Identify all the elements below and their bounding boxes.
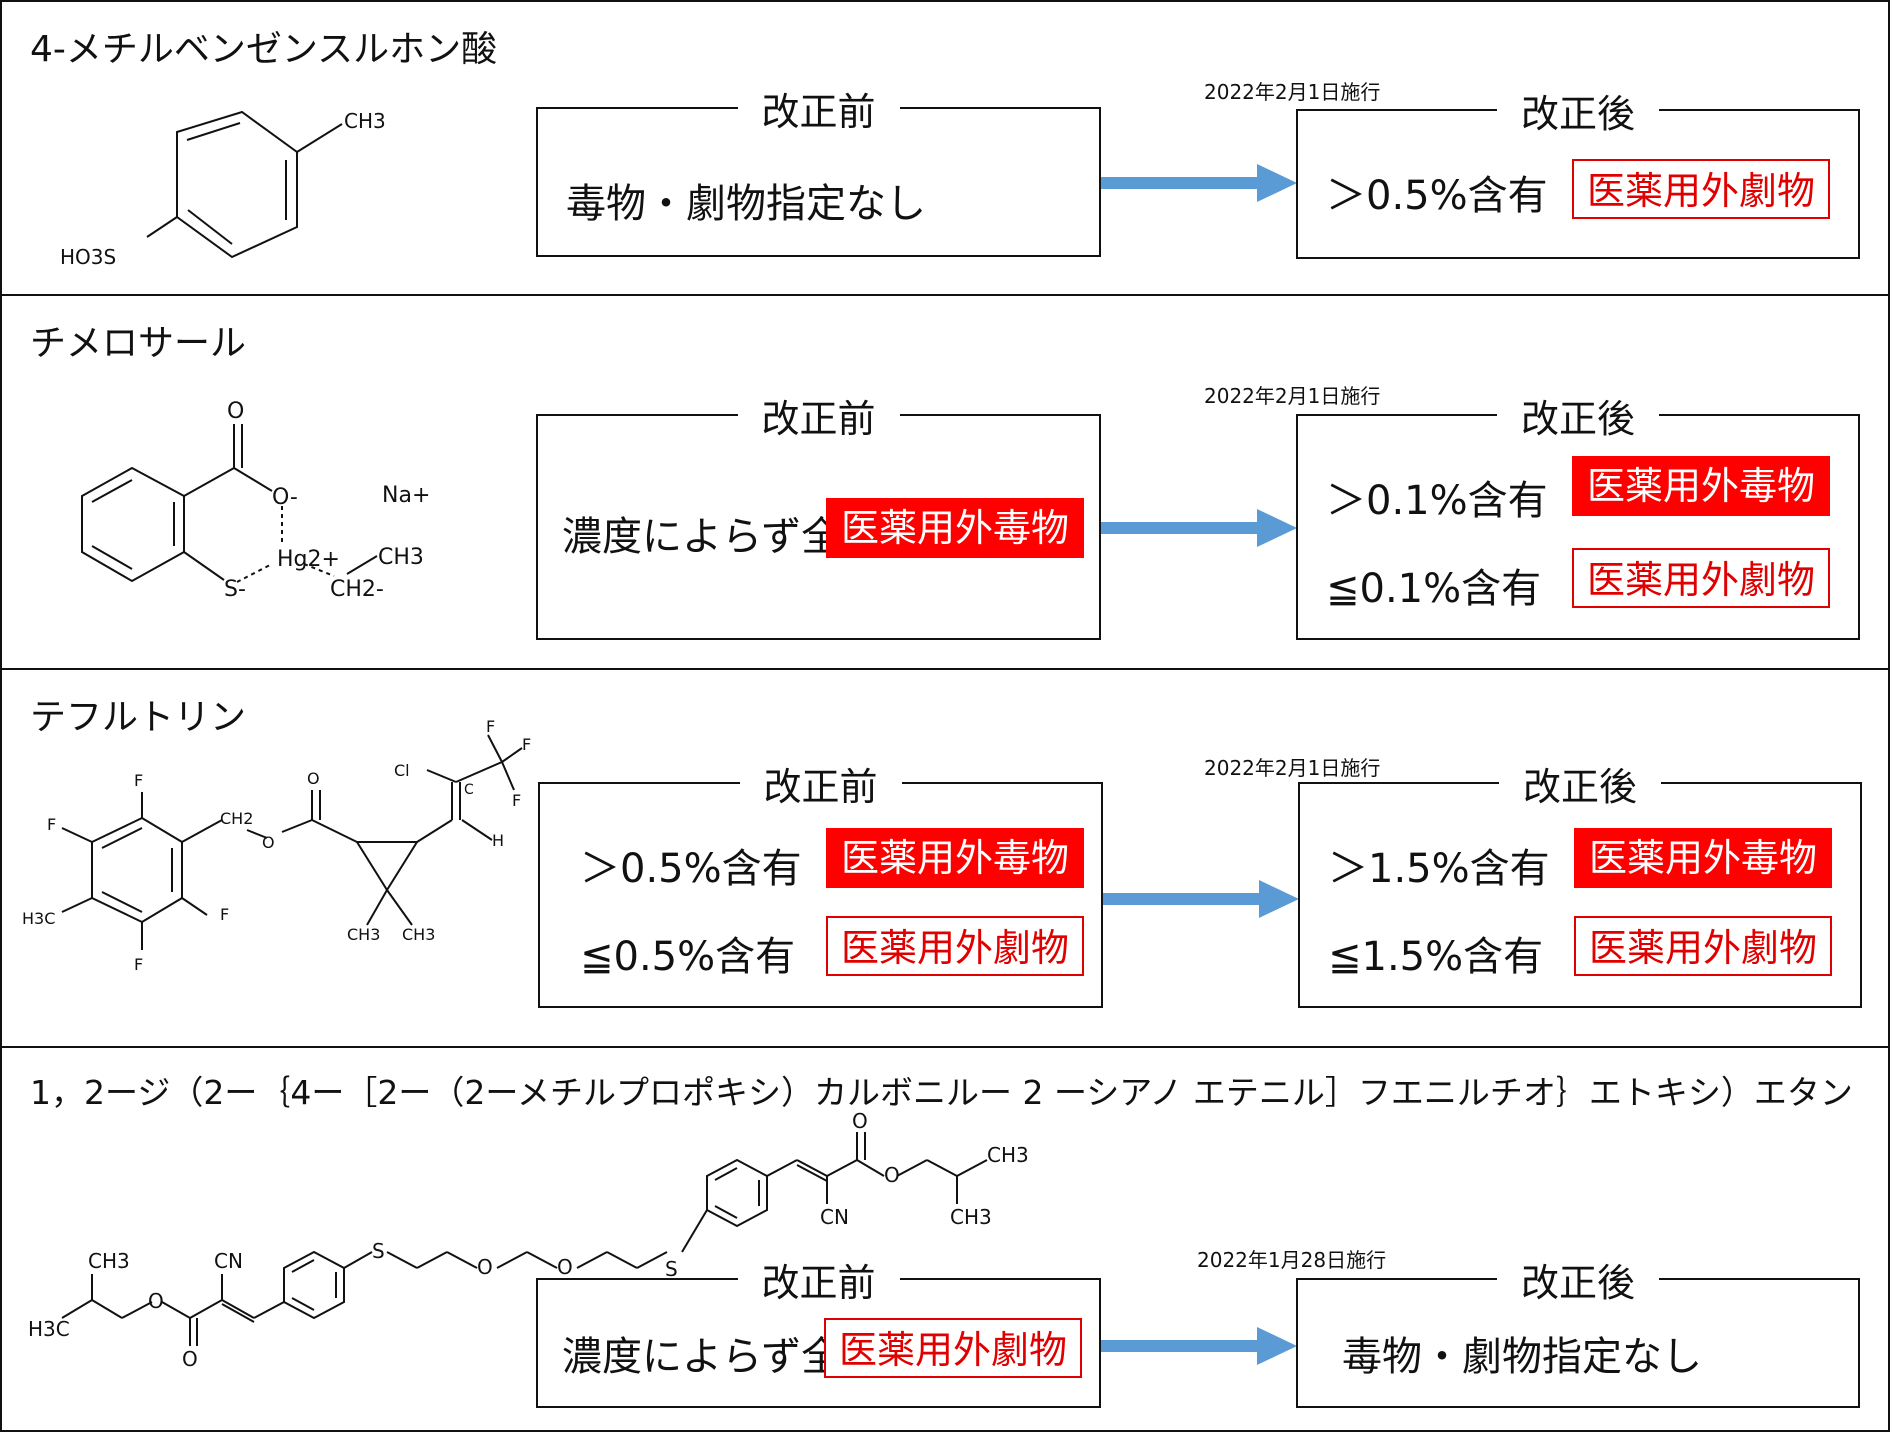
oxygen-label: O [227,399,244,424]
before-label: 改正前 [737,1252,900,1307]
ch3-label: CH3 [347,925,380,944]
o-label: O [307,769,320,788]
before-box: 改正前 濃度によらず全て 医薬用外毒物 [536,388,1101,640]
section-thimerosal: チメロサール O O- Na+ Hg2+ S- [0,294,1890,670]
before-status-text: 毒物・劇物指定なし [566,181,926,227]
after-label: 改正後 [1496,388,1660,443]
o-minus-label: O- [272,485,298,510]
cl-label: Cl [394,761,410,780]
effective-date: 2022年2月1日施行 [1204,384,1381,408]
before-row-2: ≦0.5%含有 [580,934,796,980]
molecule-structure: CH3 HO3S [52,92,412,292]
before-row-1: ＞0.5%含有 [580,846,802,892]
after-row-1: ＞1.5%含有 [1328,846,1550,892]
arrow-right-icon [1101,507,1297,549]
before-tag-1: 医薬用外毒物 [826,828,1084,888]
ch2-label: CH2- [330,577,384,602]
arrow-right-icon [1101,162,1297,204]
after-tag-2: 医薬用外劇物 [1574,916,1832,976]
o-label: O [182,1347,198,1371]
ch3-label: CH3 [987,1143,1029,1167]
section-title: テフルトリン [30,697,247,738]
s-label: S [372,1239,385,1263]
before-box: 改正前 ＞0.5%含有 医薬用外毒物 ≦0.5%含有 医薬用外劇物 [538,756,1103,1008]
after-label: 改正後 [1496,1252,1660,1307]
molecule-structure: CH3 H3C O O CN S O O S O O CN CH3 CH3 [22,1108,1042,1371]
after-status-text: 毒物・劇物指定なし [1342,1334,1702,1380]
after-box: 改正後 ＞0.1%含有 医薬用外毒物 ≦0.1%含有 医薬用外劇物 [1296,388,1860,640]
section-title: 1，2ージ（2ー｛4ー［2ー（2ーメチルプロポキシ）カルボニルー 2 ーシアノ … [30,1073,1853,1112]
ch2-label: CH2 [220,809,253,828]
f-label: F [522,735,531,754]
after-box: 改正後 ＞1.5%含有 医薬用外毒物 ≦1.5%含有 医薬用外劇物 [1298,756,1862,1008]
after-row-2: ≦0.1%含有 [1326,566,1542,612]
molecule-structure: F F H3C F F CH2 O O CH3 CH3 Cl H C F F F [22,717,542,1020]
effective-date: 2022年2月1日施行 [1204,756,1381,780]
o-label: O [557,1255,573,1279]
before-tag: 医薬用外毒物 [826,498,1084,558]
section-bis-ether-compound: 1，2ージ（2ー｛4ー［2ー（2ーメチルプロポキシ）カルボニルー 2 ーシアノ … [0,1046,1890,1432]
o-label: O [884,1163,900,1187]
cn-label: CN [820,1205,849,1229]
before-tag: 医薬用外劇物 [824,1318,1082,1378]
after-tag-1: 医薬用外毒物 [1572,456,1830,516]
after-row-1: ＞0.5%含有 [1326,173,1548,219]
f-label: F [134,771,143,790]
after-tag-1: 医薬用外毒物 [1574,828,1832,888]
section-tefluthrin: テフルトリン [0,668,1890,1048]
ch3-label: CH3 [344,109,386,133]
f-label: F [134,955,143,974]
na-plus-label: Na+ [382,483,430,508]
before-label: 改正前 [739,756,902,811]
before-label: 改正前 [737,81,900,136]
section-title: 4-メチルベンゼンスルホン酸 [30,29,498,70]
cn-label: CN [214,1249,243,1273]
h3c-label: H3C [22,909,55,928]
before-box: 改正前 濃度によらず全て 医薬用外劇物 [536,1252,1101,1408]
f-label: F [47,815,56,834]
arrow-right-icon [1101,1325,1297,1367]
after-label: 改正後 [1498,756,1662,811]
after-tag-2: 医薬用外劇物 [1572,548,1830,608]
hg-label: Hg2+ [277,547,340,572]
o-label: O [852,1109,868,1133]
after-row-2: ≦1.5%含有 [1328,934,1544,980]
f-label: F [220,905,229,924]
effective-date: 2022年1月28日施行 [1197,1248,1387,1272]
after-label: 改正後 [1496,83,1660,138]
section-tosylic-acid: 4-メチルベンゼンスルホン酸 CH3 HO3S 改正前 毒物・劇物指定なし 20… [0,0,1890,296]
section-title: チメロサール [30,323,247,364]
after-tag-1: 医薬用外劇物 [1572,159,1830,219]
h-label: H [492,831,504,850]
ch3-label: CH3 [378,545,424,570]
ch3-label: CH3 [950,1205,992,1229]
before-tag-2: 医薬用外劇物 [826,916,1084,976]
molecule-structure: O O- Na+ Hg2+ S- CH3 CH2- [72,396,452,616]
effective-date: 2022年2月1日施行 [1204,80,1381,104]
after-box: 改正後 ＞0.5%含有 医薬用外劇物 [1296,83,1860,259]
ch3-label: CH3 [88,1249,130,1273]
h3c-label: H3C [28,1317,70,1341]
o-label: O [477,1255,493,1279]
after-box: 改正後 毒物・劇物指定なし [1296,1252,1860,1408]
ch3-label: CH3 [402,925,435,944]
after-row-1: ＞0.1%含有 [1326,478,1548,524]
s-label: S [665,1257,678,1281]
arrow-right-icon [1103,878,1299,920]
s-minus-label: S- [224,577,246,602]
before-label: 改正前 [737,388,900,443]
o-label: O [148,1289,164,1313]
before-box: 改正前 毒物・劇物指定なし [536,81,1101,257]
f-label: F [512,791,521,810]
ho3s-label: HO3S [60,245,116,269]
o-label: O [262,833,275,852]
c-label: C [464,782,474,798]
f-label: F [486,717,495,736]
